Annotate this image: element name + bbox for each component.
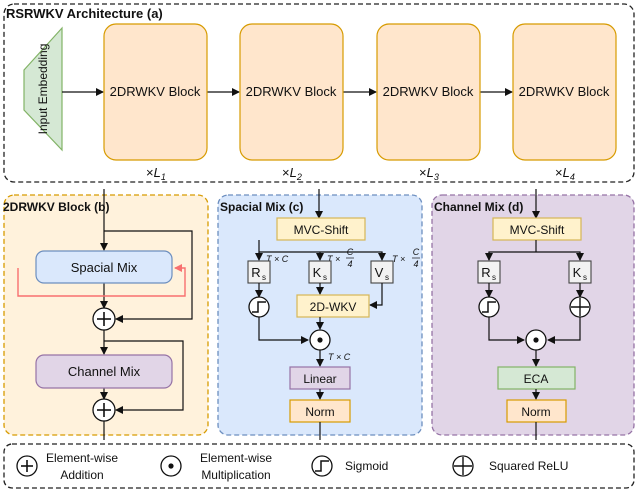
spacial-dim-k-num: C xyxy=(347,247,354,257)
spacial-mvc-shift xyxy=(276,217,366,241)
block-channel-mix xyxy=(35,354,173,389)
channel-mvc-shift-label: MVC-Shift xyxy=(510,223,565,237)
legend-mul-icon xyxy=(160,455,182,477)
arch-block-4-repeat: ×L4 xyxy=(555,165,575,182)
legend-squared-relu-label: Squared ReLU xyxy=(489,459,568,473)
channel-k-box: K s xyxy=(568,260,592,284)
panel-block-title: 2DRWKV Block (b) xyxy=(3,200,109,214)
panel-architecture-title: RSRWKV Architecture (a) xyxy=(6,6,163,21)
input-embedding-shape xyxy=(23,26,63,152)
channel-mvc-shift xyxy=(492,217,582,241)
spacial-linear-label: Linear xyxy=(303,372,336,386)
spacial-dim-v-frac: C 4 xyxy=(412,247,420,269)
arch-block-1-label: 2DRWKV Block xyxy=(110,84,201,99)
spacial-sigmoid-icon xyxy=(248,296,270,318)
arch-block-3: 2DRWKV Block ×L3 xyxy=(376,23,481,182)
arch-block-4-label: 2DRWKV Block xyxy=(519,84,610,99)
arch-block-1-repeat: ×L1 xyxy=(146,165,166,182)
spacial-r-sub: s xyxy=(262,273,266,282)
arch-block-1: 2DRWKV Block ×L1 xyxy=(103,23,208,182)
legend-add-line1: Element-wise xyxy=(46,451,118,465)
input-embedding-label: Input Embedding xyxy=(36,44,50,135)
spacial-k-sub: s xyxy=(323,273,327,282)
spacial-dim-r: T × C xyxy=(266,254,289,264)
block-spacial-mix-label: Spacial Mix xyxy=(71,260,138,275)
channel-r-sub: s xyxy=(492,273,496,282)
spacial-mvc-shift-label: MVC-Shift xyxy=(294,223,349,237)
channel-squared-relu-icon xyxy=(569,296,591,318)
block-spacial-mix xyxy=(35,250,173,284)
spacial-v-label: V xyxy=(375,265,384,280)
spacial-sigmoid-to-mul xyxy=(258,317,309,344)
spacial-k-box: K s xyxy=(308,260,332,284)
spacial-2d-wkv xyxy=(296,294,370,318)
legend-mul-line2: Multiplication xyxy=(201,468,270,482)
legend-mul-line1: Element-wise xyxy=(200,451,272,465)
channel-norm-label: Norm xyxy=(521,405,550,419)
legend-sigmoid-icon xyxy=(311,455,333,477)
channel-eca-label: ECA xyxy=(524,372,549,386)
spacial-dim-k-den: 4 xyxy=(347,259,352,269)
spacial-dim-v-num: C xyxy=(413,247,420,257)
arch-block-4: 2DRWKV Block ×L4 xyxy=(512,23,617,182)
spacial-norm-label: Norm xyxy=(305,405,334,419)
spacial-v-sub: s xyxy=(385,273,389,282)
channel-r-box: R s xyxy=(477,260,501,284)
arch-block-3-label: 2DRWKV Block xyxy=(383,84,474,99)
spacial-v-to-wkv xyxy=(369,283,383,309)
spacial-2d-wkv-label: 2D-WKV xyxy=(310,300,357,314)
legend-sigmoid-label: Sigmoid xyxy=(345,459,388,473)
spacial-dim-out: T × C xyxy=(328,352,351,362)
spacial-dim-v-den: 4 xyxy=(413,259,418,269)
spacial-mul-node xyxy=(309,329,331,351)
block-add-node-2 xyxy=(92,398,116,422)
block-skip-1 xyxy=(104,230,193,323)
legend-add-line2: Addition xyxy=(60,468,103,482)
panel-channel-title: Channel Mix (d) xyxy=(434,200,523,214)
channel-r-label: R xyxy=(481,265,490,280)
channel-mul-node xyxy=(525,329,547,351)
legend-squared-relu-icon xyxy=(452,455,474,477)
spacial-dim-k-frac: C 4 xyxy=(346,247,354,269)
block-skip-2 xyxy=(104,340,184,414)
spacial-dim-k: T × xyxy=(327,254,340,264)
panel-spacial-title: Spacial Mix (c) xyxy=(220,200,303,214)
arch-block-2-label: 2DRWKV Block xyxy=(246,84,337,99)
block-red-feedback-arrow xyxy=(17,264,186,297)
channel-k-label: K xyxy=(573,265,582,280)
spacial-v-box: V s xyxy=(370,260,394,284)
legend-add-icon xyxy=(16,455,38,477)
channel-sigmoid-icon xyxy=(478,296,500,318)
spacial-dim-v: T × xyxy=(392,254,405,264)
arch-block-2-repeat: ×L2 xyxy=(282,165,302,182)
block-add-node-1 xyxy=(92,307,116,331)
channel-relu-to-mul xyxy=(547,317,581,344)
spacial-r-box: R s xyxy=(247,260,271,284)
spacial-k-label: K xyxy=(313,265,322,280)
spacial-r-label: R xyxy=(251,265,260,280)
arch-block-2: 2DRWKV Block ×L2 xyxy=(239,23,344,182)
channel-k-sub: s xyxy=(583,273,587,282)
channel-sigmoid-to-mul xyxy=(488,317,525,344)
block-channel-mix-label: Channel Mix xyxy=(68,364,141,379)
arch-block-3-repeat: ×L3 xyxy=(419,165,439,182)
